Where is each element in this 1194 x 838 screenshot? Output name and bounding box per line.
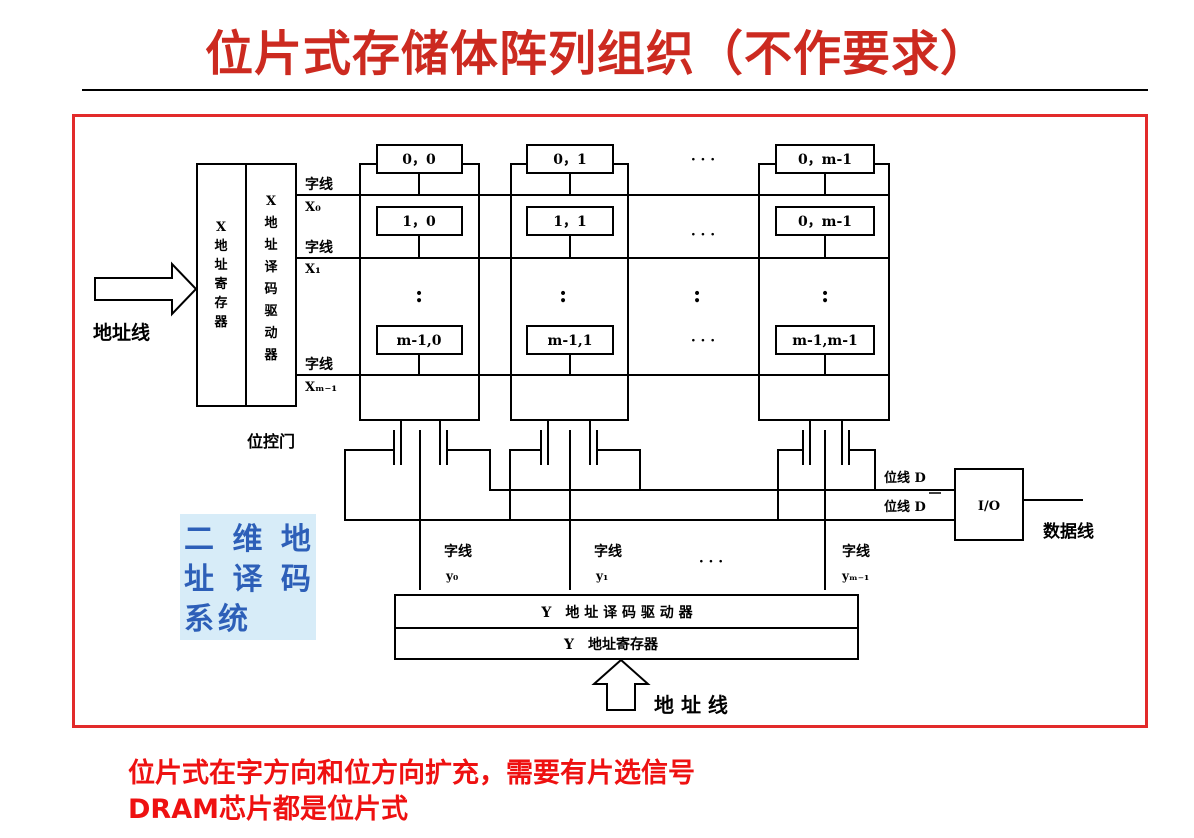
bit-line-dbar-label: 位线 D	[884, 499, 926, 515]
x-address-decoder	[245, 163, 297, 407]
cell-label: 1，0	[402, 214, 436, 230]
y-word-line-sub: y₁	[595, 569, 608, 583]
footer-text: 位片式在字方向和位方向扩充，需要有片选信号 DRAM芯片都是位片式	[128, 756, 695, 828]
io-box	[954, 468, 1024, 541]
x-decoder-char: 码	[264, 282, 277, 297]
y-register-label: Y 地址寄存器	[563, 636, 659, 653]
y-decoder-label: Y 地 址 译 码 驱 动 器	[540, 604, 693, 621]
bit-gate-label: 位控门	[247, 432, 295, 451]
cell-label: m-1,m-1	[792, 333, 858, 349]
y-word-line-label: 字线	[594, 543, 622, 560]
note-line: 址 译 码	[184, 562, 315, 597]
note-line: 系统	[184, 602, 252, 637]
y-address-decoder	[394, 594, 859, 629]
x-register-char: 器	[213, 315, 228, 330]
x-register-char: X	[216, 220, 227, 235]
cell-m1-m1	[775, 325, 875, 355]
address-arrow-bottom	[591, 658, 651, 711]
title-divider	[82, 89, 1148, 91]
io-label: I/O	[978, 499, 1000, 514]
word-line-label: 字线	[305, 239, 333, 256]
vertical-dots: :	[559, 282, 567, 308]
word-line-label: 字线	[305, 356, 333, 373]
horizontal-dots: · · ·	[691, 333, 715, 349]
note-box: 二 维 地 址 译 码 系统	[180, 514, 316, 640]
x-decoder-char: X	[266, 194, 277, 209]
page-title: 位片式存储体阵列组织（不作要求）	[204, 26, 989, 82]
column-1-enclosure	[510, 163, 629, 421]
x-decoder-char: 驱	[264, 304, 277, 319]
bit-gate-column-0	[393, 420, 448, 590]
x-register-char: 址	[214, 257, 227, 273]
word-line-sub: Xₘ₋₁	[305, 380, 337, 395]
x-register-char: 存	[214, 295, 227, 311]
word-line-sub: X₁	[305, 262, 321, 277]
cell-1-m1	[775, 206, 875, 236]
cell-1-1	[526, 206, 614, 236]
cell-1-0	[376, 206, 463, 236]
x-decoder-char: 译	[264, 260, 278, 275]
cell-label: 1，1	[553, 214, 586, 230]
vertical-dots: :	[415, 282, 423, 308]
address-line-bottom-label: 地 址 线	[654, 693, 728, 717]
cell-label: 0，0	[402, 152, 436, 168]
x-address-register	[196, 163, 247, 407]
vertical-dots: :	[693, 282, 701, 308]
footer-line: 位片式在字方向和位方向扩充，需要有片选信号	[128, 758, 695, 789]
vertical-dots: :	[821, 282, 829, 308]
x-decoder-char: 动	[264, 326, 277, 341]
x-register-char: 寄	[214, 276, 227, 292]
x-decoder-char: 地	[264, 215, 277, 231]
cell-label: 0，m-1	[798, 214, 852, 230]
horizontal-dots: · · ·	[691, 152, 715, 168]
x-decoder-char: 器	[263, 348, 278, 363]
cell-label: 0，1	[553, 152, 586, 168]
cell-label: 0，m-1	[798, 152, 852, 168]
data-line-label: 数据线	[1043, 521, 1094, 542]
x-decoder-char: 址	[264, 237, 277, 253]
y-word-line-sub: yₘ₋₁	[841, 569, 869, 583]
horizontal-dots: · · ·	[691, 227, 715, 243]
y-address-register	[394, 627, 859, 660]
cell-label: m-1,1	[548, 333, 593, 349]
word-line-sub: X₀	[305, 200, 321, 215]
y-word-line-label: 字线	[842, 543, 870, 560]
y-word-line-sub: y₀	[445, 569, 458, 583]
bit-line-d	[447, 449, 955, 491]
footer-line: DRAM芯片都是位片式	[128, 794, 408, 825]
word-line-label: 字线	[305, 176, 333, 193]
cell-m1-0	[376, 325, 463, 355]
bit-line-d-label: 位线 D	[884, 470, 926, 486]
address-line-left-label: 地址线	[93, 321, 150, 344]
address-arrow-left	[94, 261, 198, 317]
diagram-frame	[72, 114, 1148, 728]
bit-gate-column-1	[540, 420, 598, 590]
y-word-line-label: 字线	[444, 543, 472, 560]
horizontal-dots: · · ·	[699, 554, 723, 570]
cell-label: m-1,0	[397, 333, 442, 349]
bit-line-dbar	[344, 449, 955, 521]
x-register-char: 地	[214, 238, 227, 254]
bit-gate-column-m1	[802, 420, 850, 590]
note-line: 二 维 地	[184, 522, 315, 557]
